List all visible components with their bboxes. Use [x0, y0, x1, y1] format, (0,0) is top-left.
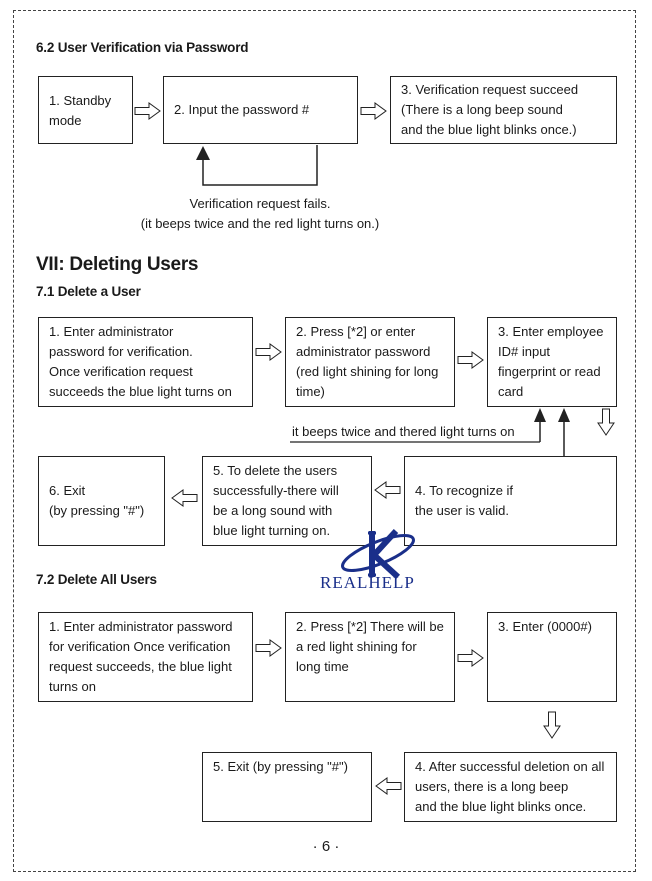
sec71-step6-box: 6. Exit (by pressing "#") — [38, 456, 165, 546]
page-frame — [13, 10, 636, 872]
sec62-step1-box: 1. Standby mode — [38, 76, 133, 144]
sec62-step2-box: 2. Input the password # — [163, 76, 358, 144]
sec62-fail-loop-arrow — [196, 145, 318, 186]
sec71-arrow-2-3 — [457, 351, 484, 369]
realhelp-logo-mark — [341, 528, 415, 580]
sec72-arrow-3-4 — [543, 711, 561, 739]
sec62-arrow-1-2 — [134, 102, 161, 120]
sec72-step3-box: 3. Enter (0000#) — [487, 612, 617, 702]
sec71-arrow-4-5 — [374, 481, 401, 499]
sec71-arrow-3-4 — [597, 408, 615, 436]
sec62-step3-box: 3. Verification request succeed (There i… — [390, 76, 617, 144]
sec71-step4-box: 4. To recognize if the user is valid. — [404, 456, 617, 546]
sec72-step1-box: 1. Enter administrator password for veri… — [38, 612, 253, 702]
sec72-arrow-4-5 — [375, 777, 402, 795]
sec72-step5-box: 5. Exit (by pressing "#") — [202, 752, 372, 822]
sec62-fail-note: Verification request fails. (it beeps tw… — [140, 196, 380, 231]
sec71-step2-box: 2. Press [*2] or enter administrator pas… — [285, 317, 455, 407]
sec71-step3-box: 3. Enter employee ID# input fingerprint … — [487, 317, 617, 407]
section-7-title: VII: Deleting Users — [36, 254, 199, 275]
sec71-step5-box: 5. To delete the users successfully-ther… — [202, 456, 372, 546]
sec71-arrow-5-6 — [171, 489, 198, 507]
sec71-arrow-1-2 — [255, 343, 282, 361]
sec72-arrow-1-2 — [255, 639, 282, 657]
realhelp-logo-text: REALHELP — [320, 573, 415, 592]
realhelp-logo — [338, 525, 418, 586]
section-7-2-title: 7.2 Delete All Users — [36, 572, 157, 587]
sec71-step1-box: 1. Enter administrator password for veri… — [38, 317, 253, 407]
sec72-step2-box: 2. Press [*2] There will be a red light … — [285, 612, 455, 702]
sec62-arrow-2-3 — [360, 102, 387, 120]
sec71-fail-loop-arrow — [290, 408, 570, 456]
section-7-1-title: 7.1 Delete a User — [36, 284, 141, 299]
page-number: · 6 · — [312, 838, 340, 855]
sec72-arrow-2-3 — [457, 649, 484, 667]
sec72-step4-box: 4. After successful deletion on all user… — [404, 752, 617, 822]
sec71-fail-note: it beeps twice and thered light turns on — [292, 424, 515, 439]
section-6-2-title: 6.2 User Verification via Password — [36, 40, 249, 55]
